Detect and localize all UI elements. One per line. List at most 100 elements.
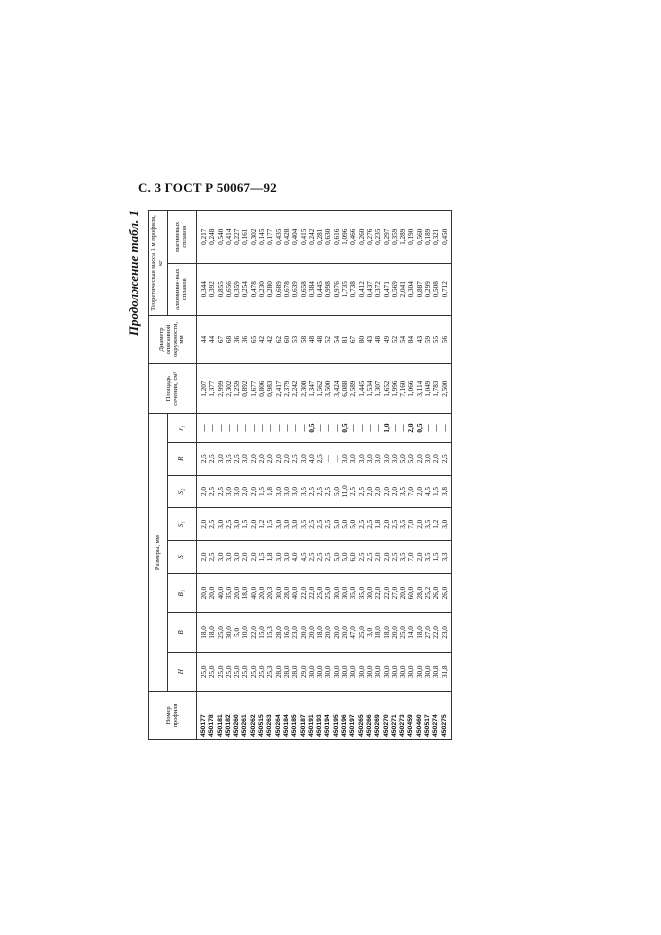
header-dimensions: Размеры, мм bbox=[148, 413, 168, 692]
cell-b1: 22,0 bbox=[299, 573, 308, 613]
cell-profile-number: 450264 bbox=[274, 691, 283, 740]
cell-h: 28,0 bbox=[282, 652, 292, 692]
cell-mass-magnesium: 0,466 bbox=[349, 210, 358, 264]
profiles-table: Номер профиля Размеры, мм Площадь сечени… bbox=[148, 210, 452, 740]
cell-mass-magnesium: 0,297 bbox=[382, 210, 391, 264]
cell-b1: 28,0 bbox=[415, 573, 425, 613]
cell-b: 14,0 bbox=[407, 612, 416, 653]
cell-diameter: 49 bbox=[382, 315, 391, 364]
cell-area: 1,652 bbox=[382, 363, 391, 414]
cell-profile-number: 450460 bbox=[415, 691, 425, 740]
cell-mass-magnesium: 0,177 bbox=[266, 210, 275, 264]
cell-mass-magnesium: 1,289 bbox=[399, 210, 408, 264]
cell-b1: 22,0 bbox=[374, 573, 383, 613]
cell-r: 3,0 bbox=[424, 442, 433, 476]
cell-s2: 3,0 bbox=[274, 475, 283, 508]
cell-r: 5,0 bbox=[407, 442, 416, 476]
cell-profile-number: 450263 bbox=[266, 691, 275, 740]
cell-mass-magnesium: 0,145 bbox=[258, 210, 267, 264]
cell-profile-number: 450181 bbox=[216, 691, 225, 740]
cell-mass-aluminium: 0,678 bbox=[282, 263, 292, 316]
cell-s1: 7,0 bbox=[407, 507, 416, 541]
cell-area: 0,983 bbox=[266, 363, 275, 414]
cell-s1: 2,5 bbox=[365, 507, 375, 541]
cell-h: 30,0 bbox=[365, 652, 375, 692]
cell-area: 1,445 bbox=[357, 363, 366, 414]
cell-s1: 3,0 bbox=[274, 507, 283, 541]
cell-mass-aluminium: 0,471 bbox=[382, 263, 391, 316]
cell-s1: 3,5 bbox=[299, 507, 308, 541]
cell-b1: 28,0 bbox=[282, 573, 292, 613]
cell-b1: 27,0 bbox=[390, 573, 400, 613]
cell-mass-magnesium: 0,414 bbox=[224, 210, 234, 264]
header-r1: r₁ bbox=[167, 413, 197, 443]
cell-r1: — bbox=[224, 413, 234, 443]
cell-mass-magnesium: 0,321 bbox=[432, 210, 441, 264]
cell-mass-aluminium: 0,304 bbox=[407, 263, 416, 316]
cell-s: 2,5 bbox=[208, 540, 217, 574]
cell-diameter: 48 bbox=[374, 315, 383, 364]
cell-diameter: 59 bbox=[424, 315, 433, 364]
cell-s: 2,0 bbox=[415, 540, 425, 574]
cell-b: 20,0 bbox=[390, 612, 400, 653]
cell-b1: 18,0 bbox=[241, 573, 250, 613]
cell-mass-aluminium: 0,887 bbox=[415, 263, 425, 316]
cell-profile-number: 450185 bbox=[291, 691, 300, 740]
cell-r1: 2,0 bbox=[407, 413, 416, 443]
cell-diameter: 81 bbox=[341, 315, 350, 364]
cell-area: 1,562 bbox=[316, 363, 325, 414]
cell-s2: 2,0 bbox=[382, 475, 391, 508]
cell-diameter: 44 bbox=[208, 315, 217, 364]
cell-mass-aluminium: 0,508 bbox=[432, 263, 441, 316]
cell-r1: — bbox=[266, 413, 275, 443]
cell-area: 1,307 bbox=[374, 363, 383, 414]
cell-s: 3,5 bbox=[424, 540, 433, 574]
cell-mass-aluminium: 0,639 bbox=[291, 263, 300, 316]
header-magnesium: магниевых сплавов bbox=[167, 210, 197, 264]
cell-area: 1,347 bbox=[307, 363, 317, 414]
cell-b: 28,0 bbox=[274, 612, 283, 653]
cell-mass-aluminium: 0,689 bbox=[274, 263, 283, 316]
cell-r1: — bbox=[233, 413, 242, 443]
cell-area: 1,207 bbox=[196, 363, 209, 414]
cell-diameter: 42 bbox=[258, 315, 267, 364]
cell-b: 18,0 bbox=[374, 612, 383, 653]
cell-s2: 2,0 bbox=[196, 475, 209, 508]
cell-s: 5,0 bbox=[332, 540, 342, 574]
cell-r: 3,0 bbox=[382, 442, 391, 476]
cell-h: 30,0 bbox=[332, 652, 342, 692]
cell-h: 25,0 bbox=[224, 652, 234, 692]
cell-b1: 40,0 bbox=[249, 573, 259, 613]
cell-diameter: 54 bbox=[332, 315, 342, 364]
cell-s: 2,0 bbox=[196, 540, 209, 574]
cell-area: 1,066 bbox=[407, 363, 416, 414]
cell-mass-aluminium: 0,299 bbox=[424, 263, 433, 316]
cell-s1: 2,5 bbox=[307, 507, 317, 541]
cell-mass-aluminium: 0,738 bbox=[349, 263, 358, 316]
cell-s1: 2,5 bbox=[208, 507, 217, 541]
cell-mass-aluminium: 0,412 bbox=[357, 263, 366, 316]
cell-diameter: 48 bbox=[316, 315, 325, 364]
header-r: R bbox=[167, 442, 197, 476]
cell-mass-magnesium: 0,276 bbox=[365, 210, 375, 264]
cell-area: 1,996 bbox=[390, 363, 400, 414]
cell-mass-magnesium: 0,227 bbox=[233, 210, 242, 264]
cell-b1: 35,0 bbox=[357, 573, 366, 613]
cell-profile-number: 450270 bbox=[382, 691, 391, 740]
cell-b1: 30,0 bbox=[332, 573, 342, 613]
cell-profile-number: 450194 bbox=[324, 691, 333, 740]
cell-mass-aluminium: 0,392 bbox=[208, 263, 217, 316]
cell-s2: 2,5 bbox=[208, 475, 217, 508]
cell-r: 3,0 bbox=[390, 442, 400, 476]
cell-mass-magnesium: 0,404 bbox=[291, 210, 300, 264]
cell-s1: 2,5 bbox=[390, 507, 400, 541]
cell-r: 3,5 bbox=[224, 442, 234, 476]
cell-r1: — bbox=[299, 413, 308, 443]
cell-profile-number: 450261 bbox=[241, 691, 250, 740]
cell-r1: — bbox=[324, 413, 333, 443]
